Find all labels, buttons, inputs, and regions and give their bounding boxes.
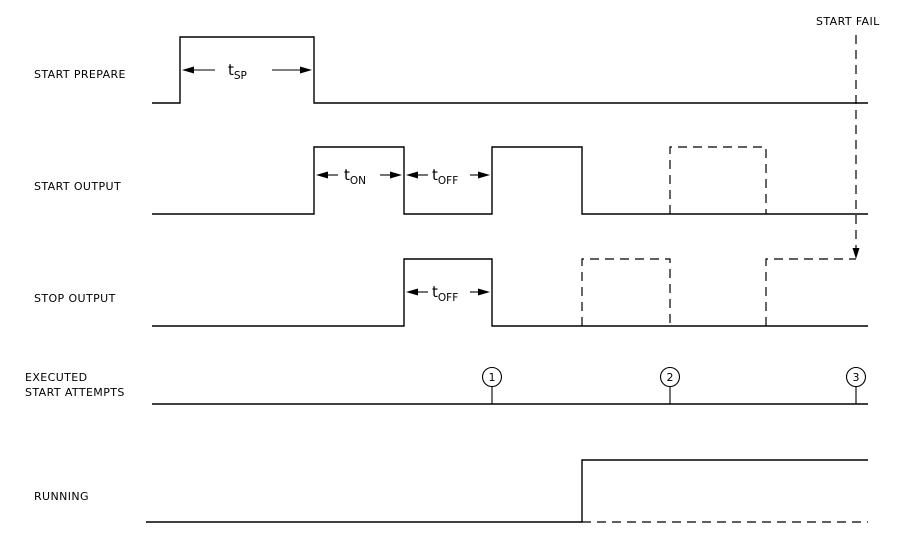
attempt-number-1: 1	[489, 371, 496, 384]
label-start-output: START OUTPUT	[34, 180, 121, 193]
start-fail-arrowhead	[852, 248, 860, 259]
t-sp-dimension: tSP	[182, 61, 312, 82]
t-sp-label: tSP	[228, 61, 247, 82]
t-off-start-label: tOFF	[432, 166, 458, 187]
start-prepare-waveform	[152, 36, 868, 104]
label-running: RUNNING	[34, 490, 89, 503]
attempt-marker-3: 3	[845, 366, 867, 404]
label-start-fail: START FAIL	[816, 15, 880, 28]
t-on-dimension: tON	[316, 166, 402, 187]
t-on-label: tON	[344, 166, 366, 187]
attempt-number-2: 2	[667, 371, 674, 384]
attempt-number-3: 3	[853, 371, 860, 384]
running-waveform	[146, 459, 868, 523]
t-off-dimension-stop: tOFF	[406, 283, 490, 304]
attempt-marker-2: 2	[659, 366, 681, 404]
label-start-attempts: START ATTEMPTS	[25, 386, 125, 399]
label-stop-output: STOP OUTPUT	[34, 292, 116, 305]
attempt-marker-1: 1	[481, 366, 503, 404]
t-off-stop-label: tOFF	[432, 283, 458, 304]
label-start-prepare: START PREPARE	[34, 68, 126, 81]
start-output-waveform	[152, 146, 868, 215]
label-executed: EXECUTED	[25, 371, 88, 384]
stop-output-waveform	[152, 258, 868, 327]
start-output-dashed-pulse	[669, 146, 767, 214]
t-off-dimension-start: tOFF	[406, 166, 490, 187]
stop-output-dashed-pulses	[581, 258, 856, 326]
